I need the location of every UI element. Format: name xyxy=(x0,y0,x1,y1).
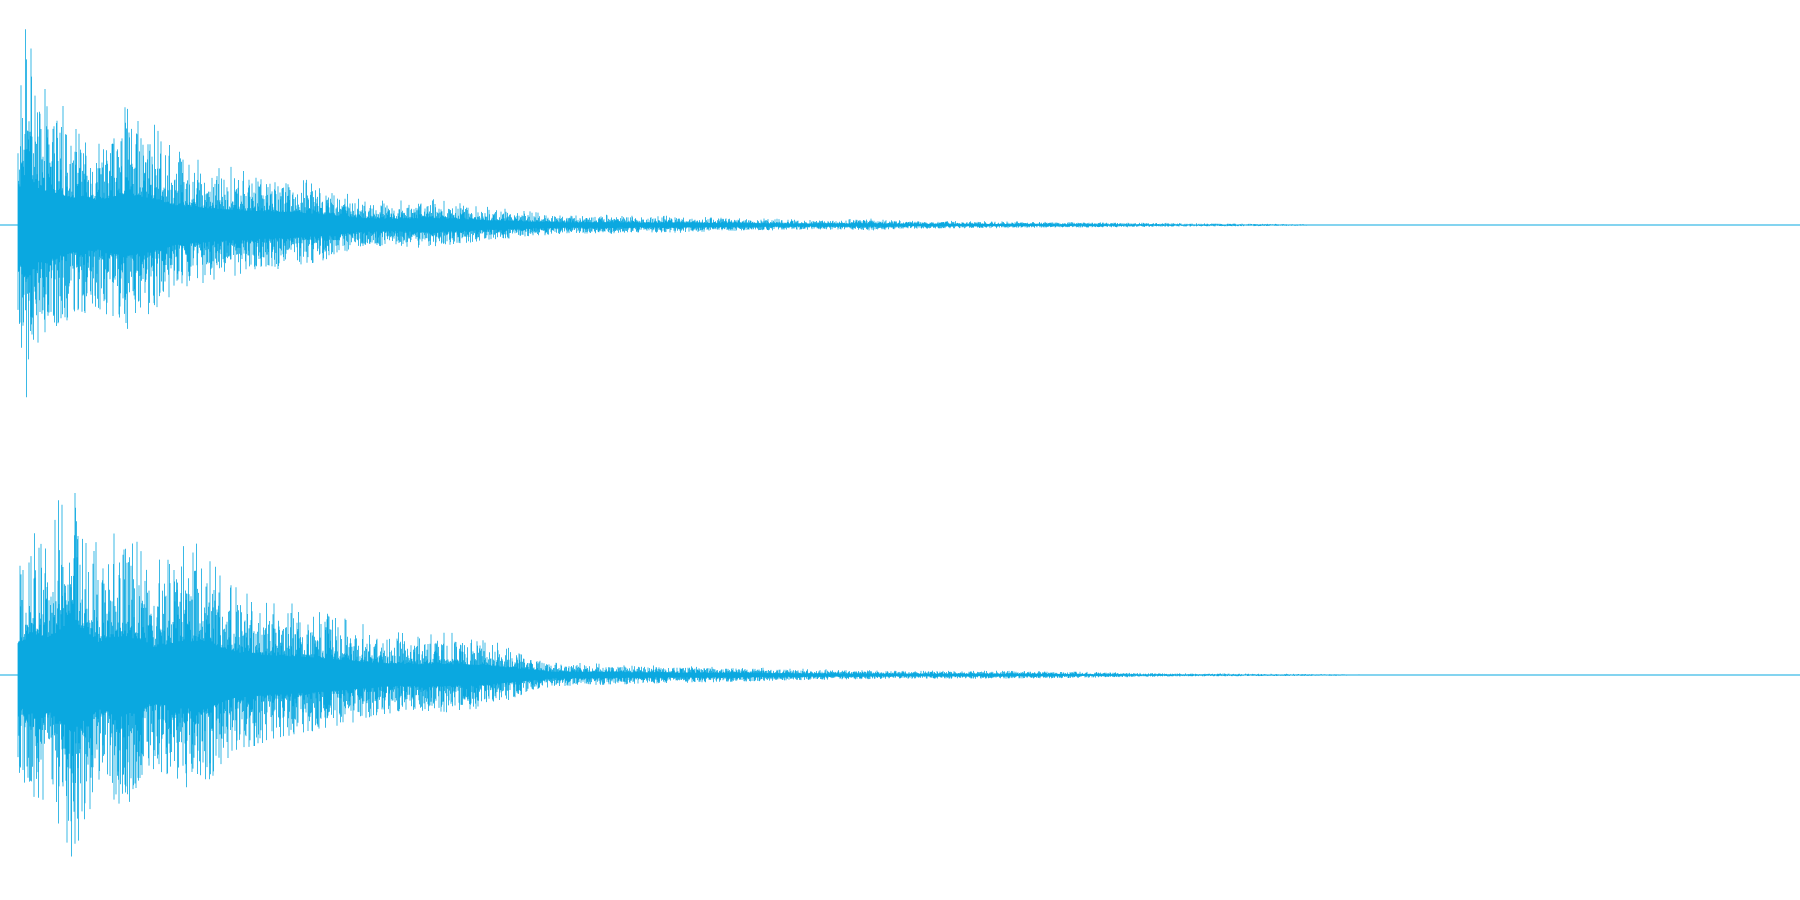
channel-1-samples xyxy=(17,29,1342,398)
channel-1-waveform[interactable] xyxy=(0,29,1800,398)
channel-2-waveform[interactable] xyxy=(0,493,1800,857)
channel-2-samples xyxy=(17,493,1391,857)
